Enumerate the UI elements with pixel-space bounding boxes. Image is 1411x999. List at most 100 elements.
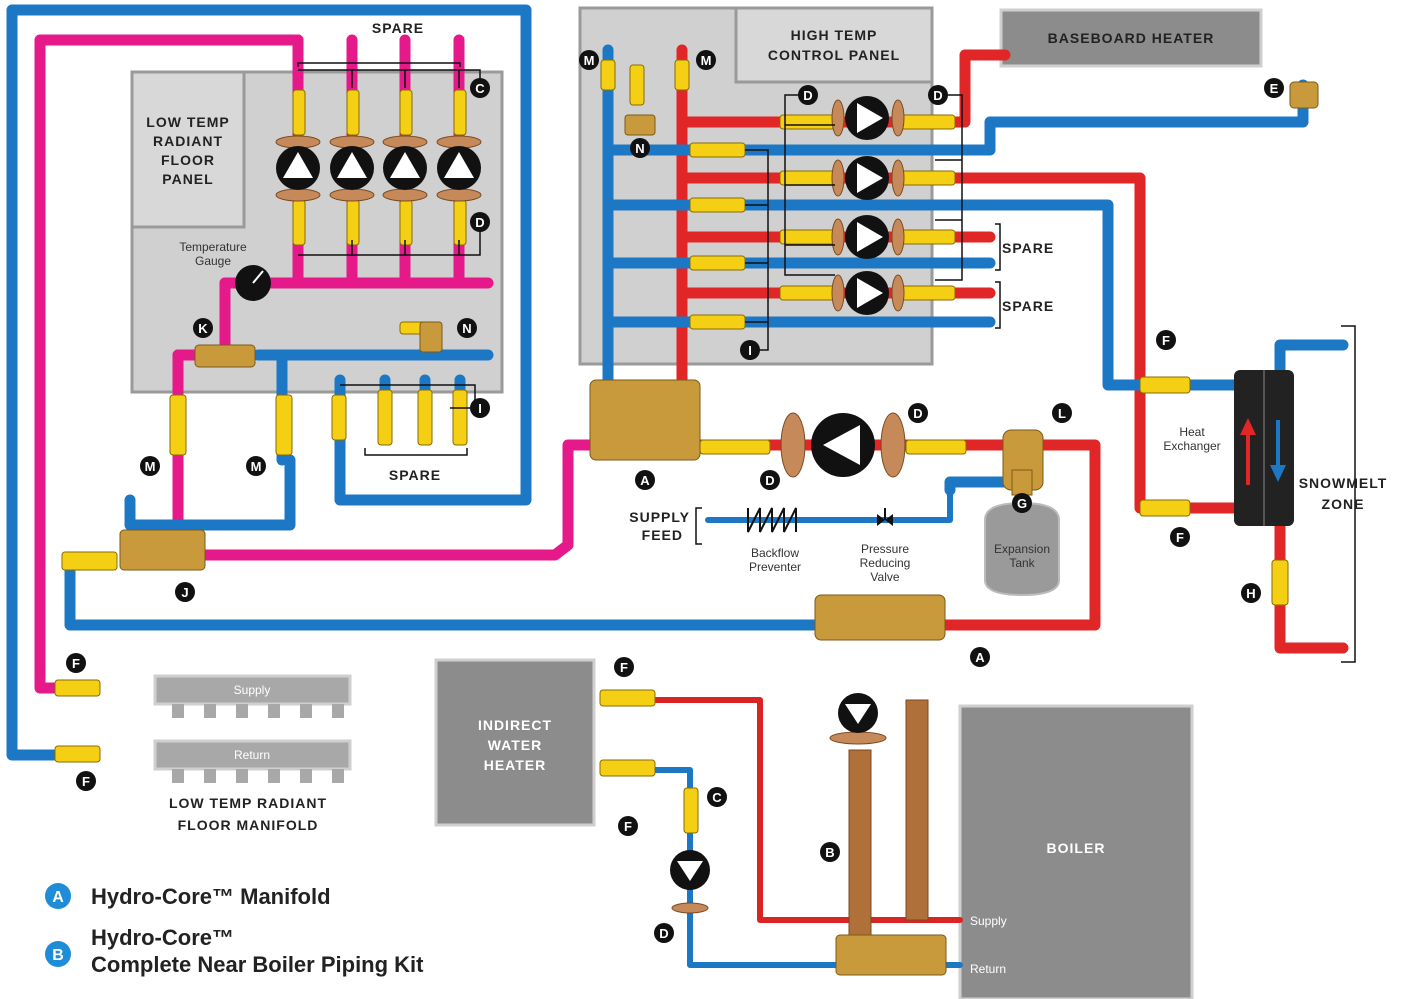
spare-top-label: SPARE (372, 20, 424, 36)
temperature-gauge-label-2: Gauge (195, 254, 231, 268)
svg-text:D: D (765, 473, 774, 488)
floor-manifold-title-2: FLOOR MANIFOLD (178, 817, 319, 833)
svg-text:C: C (712, 790, 722, 805)
pump-icon (845, 96, 889, 140)
pump-icon (845, 271, 889, 315)
prv-label-1: Pressure (861, 542, 909, 556)
low-temp-panel-title-4: PANEL (162, 171, 213, 187)
badge-d: D (908, 403, 928, 423)
prv-label-2: Reducing (860, 556, 911, 570)
low-temp-panel: LOW TEMP RADIANT FLOOR PANEL (130, 70, 504, 394)
badge-a: A (635, 470, 655, 490)
badge-f: F (1170, 527, 1190, 547)
svg-text:D: D (933, 88, 942, 103)
svg-text:G: G (1017, 496, 1027, 511)
valves (54, 59, 1289, 834)
svg-text:M: M (584, 53, 595, 68)
svg-text:B: B (825, 845, 834, 860)
legend-item-b: B Hydro-Core™ Complete Near Boiler Pipin… (45, 925, 424, 977)
pump-icon (276, 146, 320, 190)
badge-n: N (630, 138, 650, 158)
snowmelt-label-2: ZONE (1322, 496, 1365, 512)
temperature-gauge-label-1: Temperature (179, 240, 247, 254)
badge-m: M (246, 456, 266, 476)
legend: A Hydro-Core™ Manifold B Hydro-Core™ Com… (45, 883, 424, 977)
pump-icon (838, 693, 878, 733)
legend-badge-b: B (52, 947, 64, 964)
badge-f: F (1156, 330, 1176, 350)
floor-manifold-title-1: LOW TEMP RADIANT (169, 795, 327, 811)
svg-text:F: F (620, 660, 628, 675)
badge-f: F (614, 657, 634, 677)
svg-text:N: N (635, 141, 644, 156)
svg-text:D: D (475, 215, 484, 230)
pump-icon (845, 156, 889, 200)
heat-exchanger (1234, 370, 1294, 526)
down-arrow-icon (1270, 420, 1286, 482)
badge-b: B (820, 842, 840, 862)
badge-n: N (457, 318, 477, 338)
svg-text:D: D (913, 406, 922, 421)
snowmelt-label-1: SNOWMELT (1299, 475, 1388, 491)
svg-text:L: L (1058, 406, 1066, 421)
badge-d: D (654, 923, 674, 943)
badge-j: J (175, 582, 195, 602)
up-arrow-icon (1240, 418, 1256, 485)
pressure-reducing-valve-icon (877, 508, 893, 526)
low-temp-panel-title-2: RADIANT (153, 133, 223, 149)
indirect-heater-label-2: WATER (488, 737, 543, 753)
badge-g: G (1012, 493, 1032, 513)
badge-d: D (760, 470, 780, 490)
svg-text:C: C (475, 81, 485, 96)
badge-h: H (1241, 583, 1261, 603)
spare-right-label-1: SPARE (1002, 240, 1054, 256)
svg-text:E: E (1270, 81, 1279, 96)
manifold-supply-label: Supply (234, 683, 271, 697)
floor-manifolds: Supply Return LOW TEMP RADIANT FLOOR MAN… (153, 674, 352, 833)
svg-text:N: N (462, 321, 471, 336)
boiler-piping (637, 697, 963, 976)
expansion-tank: Expansion Tank (984, 469, 1060, 597)
low-temp-panel-title-1: LOW TEMP (146, 114, 229, 130)
pump-icon (811, 413, 875, 477)
svg-text:M: M (251, 459, 262, 474)
baseboard-heater: BASEBOARD HEATER (999, 8, 1263, 68)
backflow-label-1: Backflow (751, 546, 799, 560)
svg-text:M: M (145, 459, 156, 474)
spare-callouts: SPARE SPARE SPARE SPARE (297, 20, 1054, 483)
svg-text:I: I (478, 401, 482, 416)
boiler-label: BOILER (1047, 840, 1106, 856)
badge-f: F (618, 816, 638, 836)
backflow-label-2: Preventer (749, 560, 801, 574)
svg-text:D: D (659, 926, 668, 941)
legend-badge-a: A (52, 889, 64, 906)
circulator-pumps (276, 96, 889, 890)
svg-text:M: M (701, 53, 712, 68)
badge-i: I (740, 340, 760, 360)
badge-c: C (470, 78, 490, 98)
heat-exchanger-label-2: Exchanger (1163, 439, 1220, 453)
badge-d: D (928, 85, 948, 105)
badges: C D K N I M M J F F M M N D D I E A D D … (66, 50, 1284, 943)
badge-f: F (66, 653, 86, 673)
high-temp-panel-title-2: CONTROL PANEL (768, 47, 900, 63)
spare-bottom-label: SPARE (389, 467, 441, 483)
legend-text-b-2: Complete Near Boiler Piping Kit (91, 952, 424, 977)
svg-text:F: F (82, 774, 90, 789)
badge-m: M (579, 50, 599, 70)
indirect-heater-label-1: INDIRECT (478, 717, 552, 733)
indirect-heater-label-3: HEATER (484, 757, 547, 773)
low-temp-panel-title-3: FLOOR (161, 152, 215, 168)
pump-icon (437, 146, 481, 190)
expansion-tank-label-1: Expansion (994, 542, 1050, 556)
high-temp-panel-title-1: HIGH TEMP (791, 27, 878, 43)
pump-icon (845, 215, 889, 259)
flanges (275, 99, 906, 914)
badge-d: D (798, 85, 818, 105)
svg-text:F: F (624, 819, 632, 834)
boiler-supply-label: Supply (970, 914, 1007, 928)
badge-f: F (76, 771, 96, 791)
badge-m: M (696, 50, 716, 70)
